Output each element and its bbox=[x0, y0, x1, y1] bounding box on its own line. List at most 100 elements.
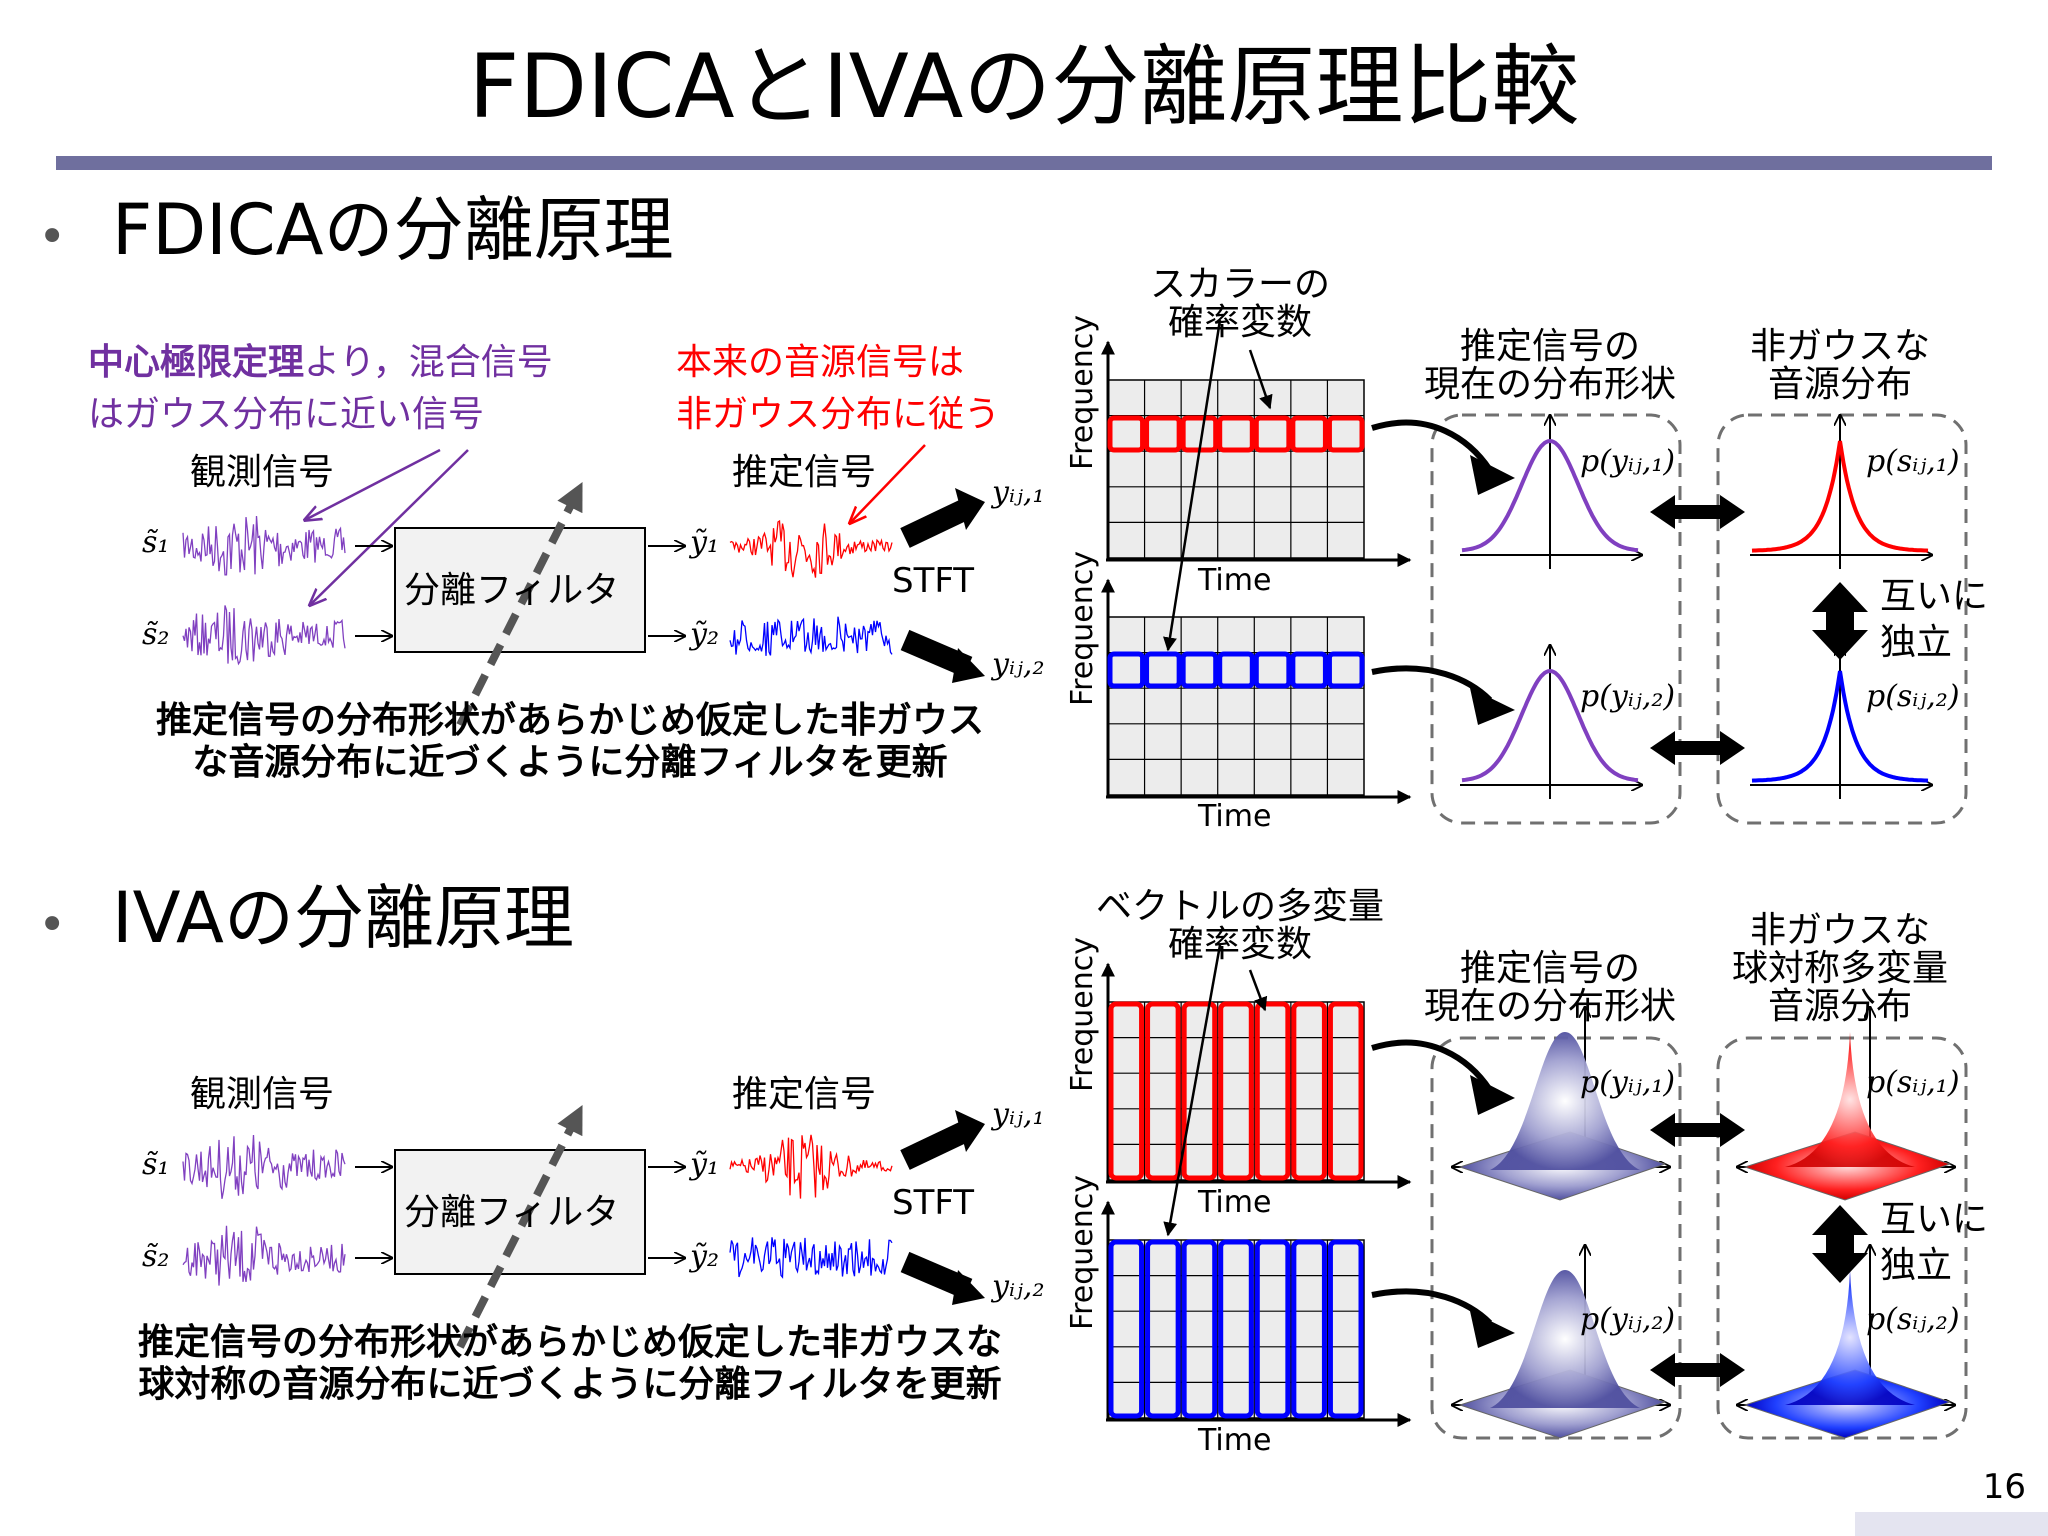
distribution-plots bbox=[1460, 415, 1932, 799]
scalar-cell bbox=[1144, 651, 1182, 689]
waveform bbox=[729, 1134, 893, 1199]
s2-symbol: s̃₂ bbox=[142, 1239, 170, 1274]
update-note-line1: 推定信号の分布形状があらかじめ仮定した非ガウスな bbox=[137, 1322, 1002, 1363]
p-y1-label: p(yᵢⱼ,₁) bbox=[1580, 1065, 1676, 1100]
laplacian-curve bbox=[1751, 670, 1929, 783]
scalar-cell bbox=[1326, 415, 1365, 453]
nongauss-label-line2: 音源分布 bbox=[1767, 364, 1912, 405]
y2-symbol: yᵢⱼ,₂ bbox=[992, 647, 1045, 682]
title-underline bbox=[56, 156, 1992, 170]
spectrogram-grid bbox=[1101, 340, 1412, 567]
vector-cell bbox=[1145, 1001, 1181, 1181]
vector-cell bbox=[1108, 1239, 1145, 1419]
spectrogram-grid bbox=[1101, 962, 1412, 1189]
annotation-arrow bbox=[850, 444, 926, 523]
stft-arrow bbox=[900, 1120, 973, 1170]
separation-filter-box bbox=[394, 527, 646, 653]
s1-symbol: s̃₁ bbox=[142, 1147, 170, 1182]
s2-symbol: s̃₂ bbox=[142, 617, 170, 652]
waveform bbox=[729, 519, 893, 578]
vector-cells-red bbox=[1108, 1001, 1364, 1181]
spectrogram-grid bbox=[1101, 578, 1412, 804]
bullet-icon: • bbox=[38, 209, 67, 265]
bullet-icon: • bbox=[38, 897, 67, 953]
vector-cell bbox=[1145, 1239, 1181, 1419]
stft-label: STFT bbox=[892, 1183, 975, 1223]
y2-tilde-symbol: ỹ₂ bbox=[690, 617, 719, 652]
update-note-line1: 推定信号の分布形状があらかじめ仮定した非ガウス bbox=[155, 700, 984, 741]
s1-symbol: s̃₁ bbox=[142, 525, 170, 560]
slide-title: FDICAとIVAの分離原理比較 bbox=[468, 35, 1580, 138]
axis-time-label: Time bbox=[1198, 563, 1272, 598]
clt-note: 中心極限定理より，混合信号 bbox=[88, 342, 553, 383]
update-note-line2: な音源分布に近づくように分離フィルタを更新 bbox=[192, 742, 948, 783]
nongauss-label-line2: 球対称多変量 bbox=[1731, 948, 1948, 989]
vector-cells-blue bbox=[1108, 1239, 1364, 1419]
laplacian-curve bbox=[1751, 440, 1929, 553]
scalar-cell bbox=[1253, 651, 1292, 689]
est-dist-label-line1: 推定信号の bbox=[1459, 948, 1640, 989]
scalar-cell bbox=[1253, 415, 1292, 453]
vector-cell bbox=[1218, 1001, 1254, 1181]
scalar-cell bbox=[1290, 651, 1328, 689]
comparison-arrow bbox=[1650, 1353, 1745, 1387]
axis-frequency-label: Frequency bbox=[1065, 315, 1100, 470]
scalar-cell bbox=[1180, 651, 1219, 689]
vector-cell bbox=[1181, 1001, 1218, 1181]
comparison-arrow bbox=[1650, 731, 1745, 765]
y1-tilde-symbol: ỹ₁ bbox=[690, 525, 719, 560]
scalar-cell bbox=[1144, 415, 1182, 453]
vector-cell bbox=[1181, 1239, 1218, 1419]
scalar-label-line1: スカラーの bbox=[1149, 264, 1330, 305]
waveforms bbox=[182, 515, 893, 1286]
spectrogram-grid bbox=[1101, 1200, 1412, 1427]
p-y2-label: p(yᵢⱼ,₂) bbox=[1580, 1302, 1676, 1337]
comparison-arrow bbox=[1650, 1113, 1745, 1147]
source-note-line2: 非ガウス分布に従う bbox=[676, 394, 1001, 435]
waveform bbox=[729, 616, 893, 656]
p-s1-label: p(sᵢⱼ,₁) bbox=[1866, 1065, 1960, 1100]
iva-diagram bbox=[355, 944, 1968, 1440]
nongauss-label-line3: 音源分布 bbox=[1767, 986, 1912, 1027]
axis-time-label: Time bbox=[1198, 799, 1272, 834]
iva-heading: IVAの分離原理 bbox=[112, 877, 574, 959]
independent-label-line2: 独立 bbox=[1880, 1245, 1953, 1286]
axis-frequency-label: Frequency bbox=[1065, 1175, 1100, 1330]
axis-time-label: Time bbox=[1198, 1185, 1272, 1220]
separation-filter-box bbox=[394, 1149, 646, 1275]
est-dist-label-line1: 推定信号の bbox=[1459, 326, 1640, 367]
vector-label-line2: 確率変数 bbox=[1167, 924, 1312, 965]
nongauss-label-line1: 非ガウスな bbox=[1749, 326, 1930, 367]
scalar-cell bbox=[1107, 415, 1146, 453]
fdica-diagram bbox=[305, 319, 1968, 825]
vector-cell bbox=[1218, 1239, 1254, 1419]
corner-decoration bbox=[1855, 1512, 2048, 1536]
vector-cell bbox=[1254, 1001, 1291, 1181]
scalar-cell bbox=[1326, 651, 1365, 689]
independent-label-line2: 独立 bbox=[1880, 622, 1953, 663]
clt-note-bold: 中心極限定理 bbox=[88, 342, 305, 383]
scalar-cells-blue bbox=[1107, 651, 1365, 689]
estimated-label: 推定信号 bbox=[732, 1074, 877, 1115]
page-number: 16 bbox=[1982, 1467, 2026, 1507]
independent-label-line1: 互いに bbox=[1880, 576, 1989, 617]
scalar-label-line2: 確率変数 bbox=[1167, 302, 1312, 343]
annotation-arrow bbox=[305, 448, 441, 520]
y2-symbol: yᵢⱼ,₂ bbox=[992, 1269, 1045, 1304]
waveform bbox=[729, 1237, 893, 1279]
vector-cell bbox=[1327, 1239, 1364, 1419]
p-y2-label: p(yᵢⱼ,₂) bbox=[1580, 679, 1676, 714]
y1-symbol: yᵢⱼ,₁ bbox=[992, 475, 1045, 510]
waveform bbox=[182, 515, 346, 576]
y1-symbol: yᵢⱼ,₁ bbox=[992, 1097, 1045, 1132]
p-y1-label: p(yᵢⱼ,₁) bbox=[1580, 444, 1676, 479]
scalar-cell bbox=[1217, 415, 1255, 453]
observed-label: 観測信号 bbox=[190, 452, 335, 493]
p-s2-label: p(sᵢⱼ,₂) bbox=[1866, 679, 1960, 714]
est-dist-label-line2: 現在の分布形状 bbox=[1423, 364, 1676, 405]
est-dist-label-line2: 現在の分布形状 bbox=[1423, 986, 1676, 1027]
scalar-cell bbox=[1290, 415, 1328, 453]
axis-frequency-label: Frequency bbox=[1065, 937, 1100, 1092]
update-arrow bbox=[456, 1105, 584, 1349]
